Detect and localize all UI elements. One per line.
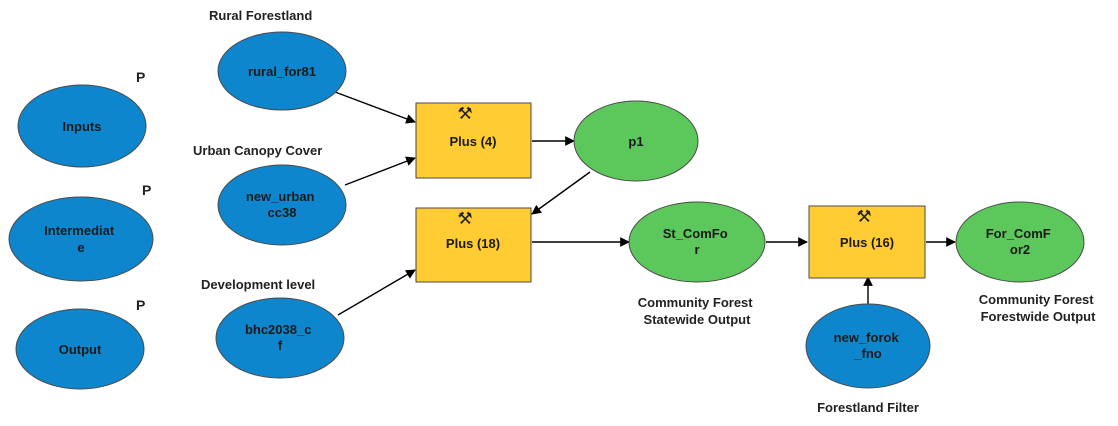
output-forestwide[interactable]: For_ComF or2 Community Forest Forestwide… — [955, 201, 1097, 324]
plus18-box[interactable] — [415, 207, 532, 283]
plus18-label: Plus (18) — [446, 236, 500, 251]
urban-canopy-oval[interactable] — [217, 164, 347, 246]
connector-urban-to-plus4 — [344, 156, 416, 186]
caption-forestland-filter: Forestland Filter — [817, 400, 919, 415]
legend-intermediate[interactable]: Intermediat e P — [8, 182, 154, 282]
input-urban-canopy[interactable]: Urban Canopy Cover new_urban cc38 — [193, 143, 347, 246]
legend-output-badge: P — [136, 297, 145, 313]
tool-plus16[interactable]: ⚒ Plus (16) — [808, 205, 926, 279]
forestland-filter-oval[interactable] — [805, 303, 931, 389]
input-development-level[interactable]: Development level bhc2038_c f — [201, 277, 345, 379]
p1-oval[interactable] — [573, 100, 699, 182]
legend-inputs-label: Inputs — [63, 119, 102, 134]
plus4-box[interactable] — [415, 102, 532, 179]
connector-rural-to-plus4 — [334, 91, 416, 124]
caption-statewide: Community Forest Statewide Output — [638, 295, 756, 327]
connector-development-to-plus18 — [337, 269, 416, 316]
legend-inputs-oval[interactable] — [17, 84, 147, 168]
development-level-oval[interactable] — [215, 297, 345, 379]
hammer-icon: ⚒ — [457, 209, 472, 228]
plus16-label: Plus (16) — [840, 235, 894, 250]
forestwide-oval[interactable] — [955, 201, 1085, 283]
forestwide-label: For_ComF or2 — [986, 226, 1055, 257]
forestland-filter-label: new_forok _fno — [834, 330, 903, 361]
legend-output-oval[interactable] — [15, 308, 145, 390]
statewide-label: St_ComFo r — [663, 226, 732, 257]
statewide-oval[interactable] — [628, 201, 766, 283]
rural-forestland-label: rural_for81 — [248, 64, 316, 79]
connector-p1-to-plus18 — [531, 171, 591, 215]
plus4-label: Plus (4) — [450, 134, 497, 149]
caption-urban-canopy: Urban Canopy Cover — [193, 143, 322, 158]
legend-inputs-badge: P — [136, 69, 145, 85]
rural-forestland-oval[interactable] — [217, 31, 347, 111]
urban-canopy-label: new_urban cc38 — [246, 189, 318, 220]
p1-label: p1 — [628, 134, 643, 149]
output-statewide[interactable]: St_ComFo r Community Forest Statewide Ou… — [628, 201, 766, 327]
connectors — [334, 91, 956, 316]
legend-intermediate-oval[interactable] — [8, 196, 154, 282]
hammer-icon: ⚒ — [856, 207, 871, 226]
output-p1[interactable]: p1 — [573, 100, 699, 182]
legend-intermediate-badge: P — [142, 182, 151, 198]
tool-plus18[interactable]: ⚒ Plus (18) — [415, 207, 532, 283]
hammer-icon: ⚒ — [457, 104, 472, 123]
legend-output-label: Output — [59, 342, 102, 357]
development-level-label: bhc2038_c f — [245, 322, 315, 353]
plus16-box[interactable] — [808, 205, 926, 279]
legend-inputs[interactable]: Inputs P — [17, 69, 147, 168]
caption-rural-forestland: Rural Forestland — [209, 8, 312, 23]
legend-intermediate-label: Intermediat e — [44, 223, 118, 255]
caption-development-level: Development level — [201, 277, 315, 292]
tool-plus4[interactable]: ⚒ Plus (4) — [415, 102, 532, 179]
input-rural-forestland[interactable]: Rural Forestland rural_for81 — [209, 8, 347, 111]
input-forestland-filter[interactable]: new_forok _fno Forestland Filter — [805, 303, 931, 415]
legend-output[interactable]: Output P — [15, 297, 145, 390]
caption-forestwide: Community Forest Forestwide Output — [979, 292, 1097, 324]
